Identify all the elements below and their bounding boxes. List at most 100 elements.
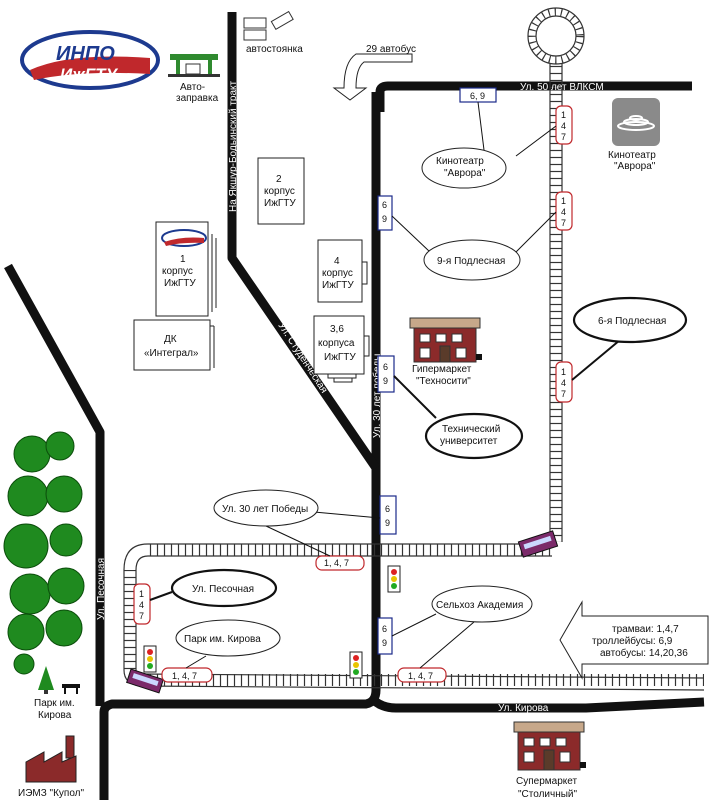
callout-selkhoz-text: Сельхоз Академия xyxy=(436,600,523,611)
hypermarket-building-icon xyxy=(409,317,482,363)
korpus4-building xyxy=(317,239,363,303)
street-kirova-label: Ул. Кирова xyxy=(498,703,549,714)
stop-147-pes-1: 1 xyxy=(139,589,144,599)
leader-pobedy-1 xyxy=(313,511,381,519)
stop-69-tech-9: 9 xyxy=(383,376,388,386)
gas-station-label-2: заправка xyxy=(176,93,219,104)
korpus4-l3: ИжГТУ xyxy=(322,280,354,291)
korpus1-l1: 1 xyxy=(180,254,186,265)
korpus36-l2: корпуса xyxy=(318,338,355,349)
stop-147-low-1: 1 xyxy=(561,367,566,377)
korpus4-l1: 4 xyxy=(334,256,340,267)
stop-147-top-4: 4 xyxy=(561,121,566,131)
stop-147-pes-7: 7 xyxy=(139,611,144,621)
bus29-label: 29 автобус xyxy=(366,43,416,55)
street-pesochnaya-label: Ул. Песочная xyxy=(96,558,107,620)
callout-cinema-l1: Кинотеатр xyxy=(436,156,484,167)
stop-69-lower-9: 9 xyxy=(385,518,390,528)
iemz-label: ИЭМЗ "Купол" xyxy=(18,788,84,799)
stop-marker-69-lower xyxy=(379,495,397,535)
leader-pod9-1 xyxy=(391,215,431,253)
leader-park xyxy=(185,655,207,669)
callout-tech-l1: Технический xyxy=(442,424,500,435)
parking-label: автостоянка xyxy=(246,44,303,55)
leader-selkhoz-1 xyxy=(391,613,437,637)
stop-marker-147-bottom-left xyxy=(161,667,213,683)
traffic-light-icon xyxy=(143,645,157,673)
street-vlksm-label: Ул. 50 лет ВЛКСМ xyxy=(520,82,604,93)
stop-147-mid-4: 4 xyxy=(561,207,566,217)
korpus4-wing xyxy=(361,261,368,285)
callout-cinema xyxy=(421,147,507,189)
korpus2-l3: ИжГТУ xyxy=(264,198,296,209)
leader-cinema-2 xyxy=(515,125,557,157)
dk-l1: ДК xyxy=(164,334,177,345)
street-yakshur-label: На Якшур-Бодьинский тракт xyxy=(228,80,239,212)
leader-pod9-2 xyxy=(513,211,557,255)
callout-podlesnaya9-text: 9-я Подлесная xyxy=(437,256,505,267)
callout-podlesnaya9 xyxy=(423,239,521,281)
stop-147-pes-4: 4 xyxy=(139,600,144,610)
roads xyxy=(4,12,705,800)
tram-car-right xyxy=(517,530,559,558)
road-yakshur-studencheskaya xyxy=(227,12,380,471)
callout-park-text: Парк им. Кирова xyxy=(184,634,261,645)
callout-podlesnaya6-text: 6-я Подлесная xyxy=(598,316,666,327)
callout-pesochnaya-text: Ул. Песочная xyxy=(192,584,254,595)
leader-pobedy-2 xyxy=(265,525,331,557)
stop-147-top-7: 7 xyxy=(561,132,566,142)
supermarket-building-icon xyxy=(513,721,586,771)
stop-147-bottom-right-text: 1, 4, 7 xyxy=(408,671,433,681)
stop-69-bottom-6: 6 xyxy=(382,624,387,634)
cinema-label-1: Кинотеатр xyxy=(608,150,656,161)
tram-car-left xyxy=(126,668,164,694)
stop-147-low-7: 7 xyxy=(561,389,566,399)
stop-69-upper-6: 6 xyxy=(382,200,387,210)
callout-pesochnaya xyxy=(170,568,278,608)
leader-pod6 xyxy=(571,339,621,381)
legend-arrow xyxy=(559,600,709,680)
stop-marker-147-pesochnaya xyxy=(133,583,151,625)
korpus4-l2: корпус xyxy=(322,268,353,279)
stop-69-bottom-9: 9 xyxy=(382,638,387,648)
logo-line1: ИНПО xyxy=(56,43,115,65)
dk-integral-building xyxy=(133,319,211,371)
callout-cinema-l2: "Аврора" xyxy=(444,168,486,179)
park-label-2: Кирова xyxy=(38,710,72,721)
park-bench-icon xyxy=(38,666,80,694)
stop-marker-147-low xyxy=(555,361,573,403)
korpus36-step1 xyxy=(327,373,357,379)
stop-69-upper-9: 9 xyxy=(382,214,387,224)
callout-tech-university xyxy=(424,412,524,460)
leader-tech xyxy=(393,375,437,419)
leader-pesochnaya xyxy=(149,591,173,601)
traffic-light-icon xyxy=(349,651,363,679)
callout-pobedy30 xyxy=(213,489,319,527)
dk-l2: «Интеграл» xyxy=(144,348,199,359)
legend-trolleys: троллейбусы: 6,9 xyxy=(592,635,673,647)
stop-147-top-1: 1 xyxy=(561,110,566,120)
callout-selkhoz xyxy=(431,585,533,623)
leader-cinema-1 xyxy=(477,101,485,151)
stop-marker-147-mid xyxy=(555,191,573,231)
callout-tech-l2: университет xyxy=(440,436,498,447)
stop-marker-69-tech xyxy=(377,355,395,393)
korpus2-building xyxy=(257,157,305,225)
korpus1-l3: ИжГТУ xyxy=(164,278,196,289)
korpus36-l3: ИжГТУ xyxy=(324,352,356,363)
road-kirova xyxy=(371,697,705,713)
road-vlksm xyxy=(375,81,692,112)
korpus2-l1: 2 xyxy=(276,174,282,185)
hypermarket-label-1: Гипермаркет xyxy=(412,364,472,375)
road-pesochnaya xyxy=(4,263,105,706)
stop-147-low-4: 4 xyxy=(561,378,566,388)
cinema-label-2: "Аврора" xyxy=(614,161,656,172)
road-pobedy xyxy=(99,92,381,800)
stop-147-mid-7: 7 xyxy=(561,218,566,228)
korpus1-logo-icon xyxy=(161,229,207,247)
korpus36-step2 xyxy=(333,377,353,383)
korpus2-l2: корпус xyxy=(264,186,295,197)
stop-69-lower-6: 6 xyxy=(385,504,390,514)
park-label-1: Парк им. xyxy=(34,698,75,709)
